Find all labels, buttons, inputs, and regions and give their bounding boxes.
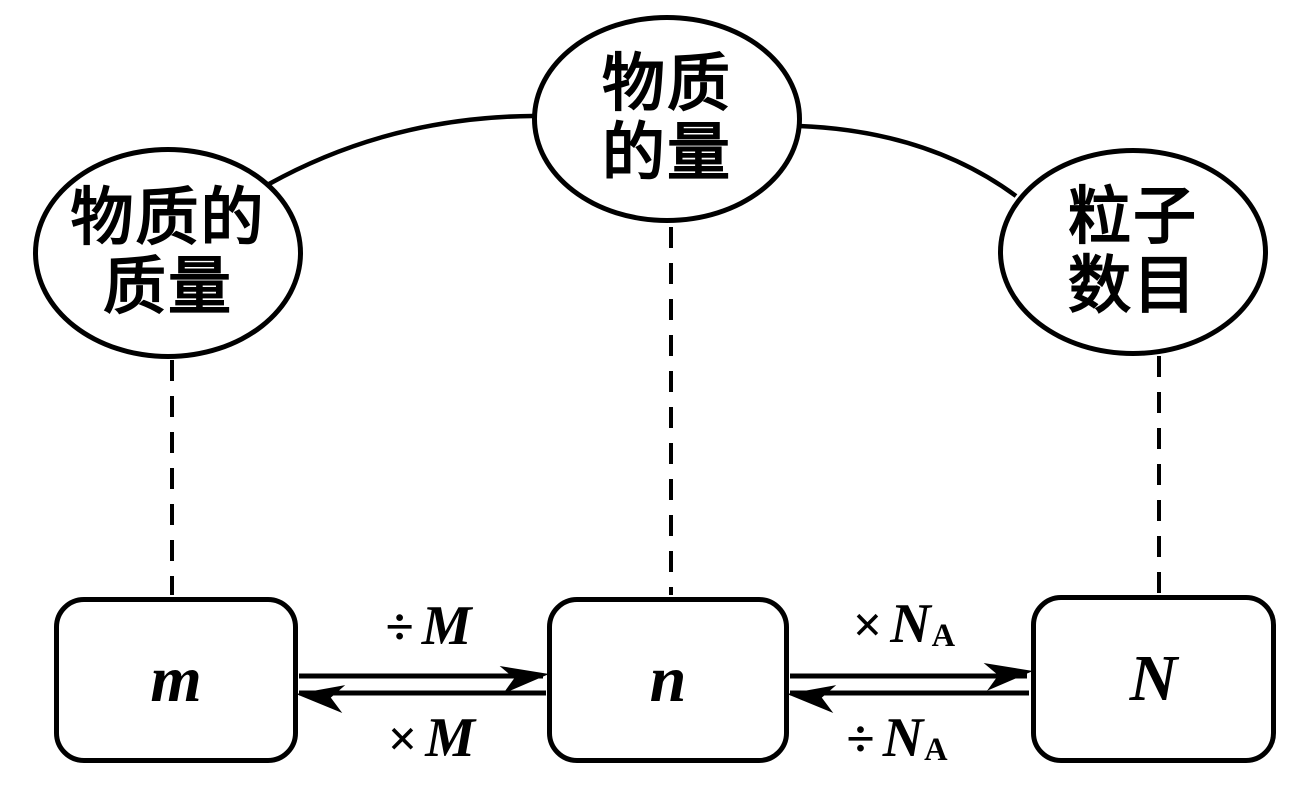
ellipse-mass-of-substance: 物质的 质量 [33,147,303,359]
box-particle-N: N [1031,595,1276,763]
multiply-operator: × [852,597,883,654]
box-particle-symbol: N [1129,642,1178,715]
box-mass-m: m [54,597,298,763]
box-amount-n: n [547,597,789,763]
label-divide-by-M: ÷ M [385,598,472,654]
ellipse-particle-line1: 粒子 [1068,181,1198,252]
ellipse-mass-line1: 物质的 [70,182,266,253]
connector-curve-mass-amount [267,113,534,186]
ellipse-particle-count: 粒子 数目 [998,148,1268,356]
avogadro-subscript: A [931,618,956,654]
avogadro-subscript: A [924,732,948,768]
arrowhead-left-n-to-m [296,685,346,713]
label-multiply-by-NA: × N A [853,596,955,652]
label-multiply-by-M: × M [388,710,476,766]
multiply-operator: × [387,711,418,768]
avogadro-symbol: N [882,707,924,769]
molar-mass-symbol: M [421,595,472,657]
molar-mass-symbol: M [425,707,476,769]
box-mass-symbol: m [150,643,202,716]
arrowhead-right-n-to-N [983,662,1033,691]
arrowhead-right-m-to-n [499,665,549,694]
arrowhead-left-N-to-n [787,685,837,713]
box-amount-symbol: n [649,643,687,716]
divide-operator: ÷ [846,711,875,768]
ellipse-amount-line2: 的量 [602,118,732,188]
divide-operator: ÷ [385,599,414,656]
label-divide-by-NA: ÷ N A [846,710,947,766]
ellipse-amount-line1: 物质 [602,48,732,119]
ellipse-amount-of-substance: 物质 的量 [532,15,802,223]
ellipse-particle-line2: 数目 [1068,251,1198,321]
connector-curve-amount-particle [798,123,1018,198]
ellipse-mass-line2: 质量 [103,252,233,322]
avogadro-symbol: N [890,593,931,655]
